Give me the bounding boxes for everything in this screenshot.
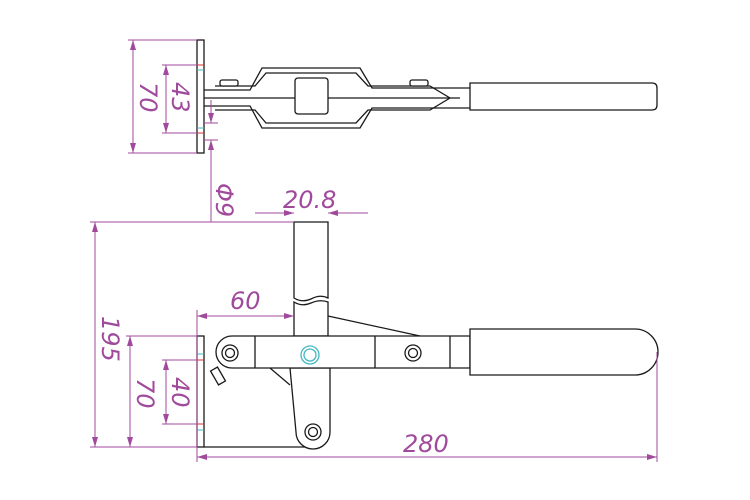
top-spindle-block — [294, 77, 329, 115]
top-pivot — [219, 79, 239, 87]
side-view: 195 60 70 40 280 — [90, 221, 659, 462]
support-bracket — [327, 315, 421, 337]
side-hole-marks — [197, 353, 204, 431]
center-mark — [300, 345, 320, 365]
dim-overall-length: 280 — [403, 430, 449, 458]
top-arm-outer — [204, 67, 470, 129]
link-rib — [269, 367, 291, 386]
dim-side-70: 70 — [131, 378, 159, 409]
dim-overall-height: 195 — [96, 316, 124, 362]
stop-tab — [209, 366, 227, 386]
top-pivot — [409, 79, 429, 87]
dim-top-70: 70 — [134, 82, 162, 113]
dim-spindle-width: 20.8 — [283, 186, 336, 214]
spindle-lower — [293, 300, 329, 337]
top-handle — [469, 82, 658, 111]
dim-spindle-offset: 60 — [230, 287, 261, 315]
pivot-2 — [404, 344, 422, 362]
top-hole-marks — [197, 64, 204, 134]
link-pivot — [304, 423, 322, 441]
spindle — [293, 221, 329, 302]
dim-hole-dia: Φ9 — [210, 183, 238, 217]
dim-top-43: 43 — [166, 82, 194, 113]
pivot-1 — [221, 344, 239, 362]
top-view: 70 43 Φ9 20.8 — [128, 39, 658, 222]
main-arm — [215, 335, 471, 369]
top-base-plate — [196, 39, 205, 154]
side-handle — [469, 328, 659, 376]
dim-side-40: 40 — [166, 377, 194, 408]
